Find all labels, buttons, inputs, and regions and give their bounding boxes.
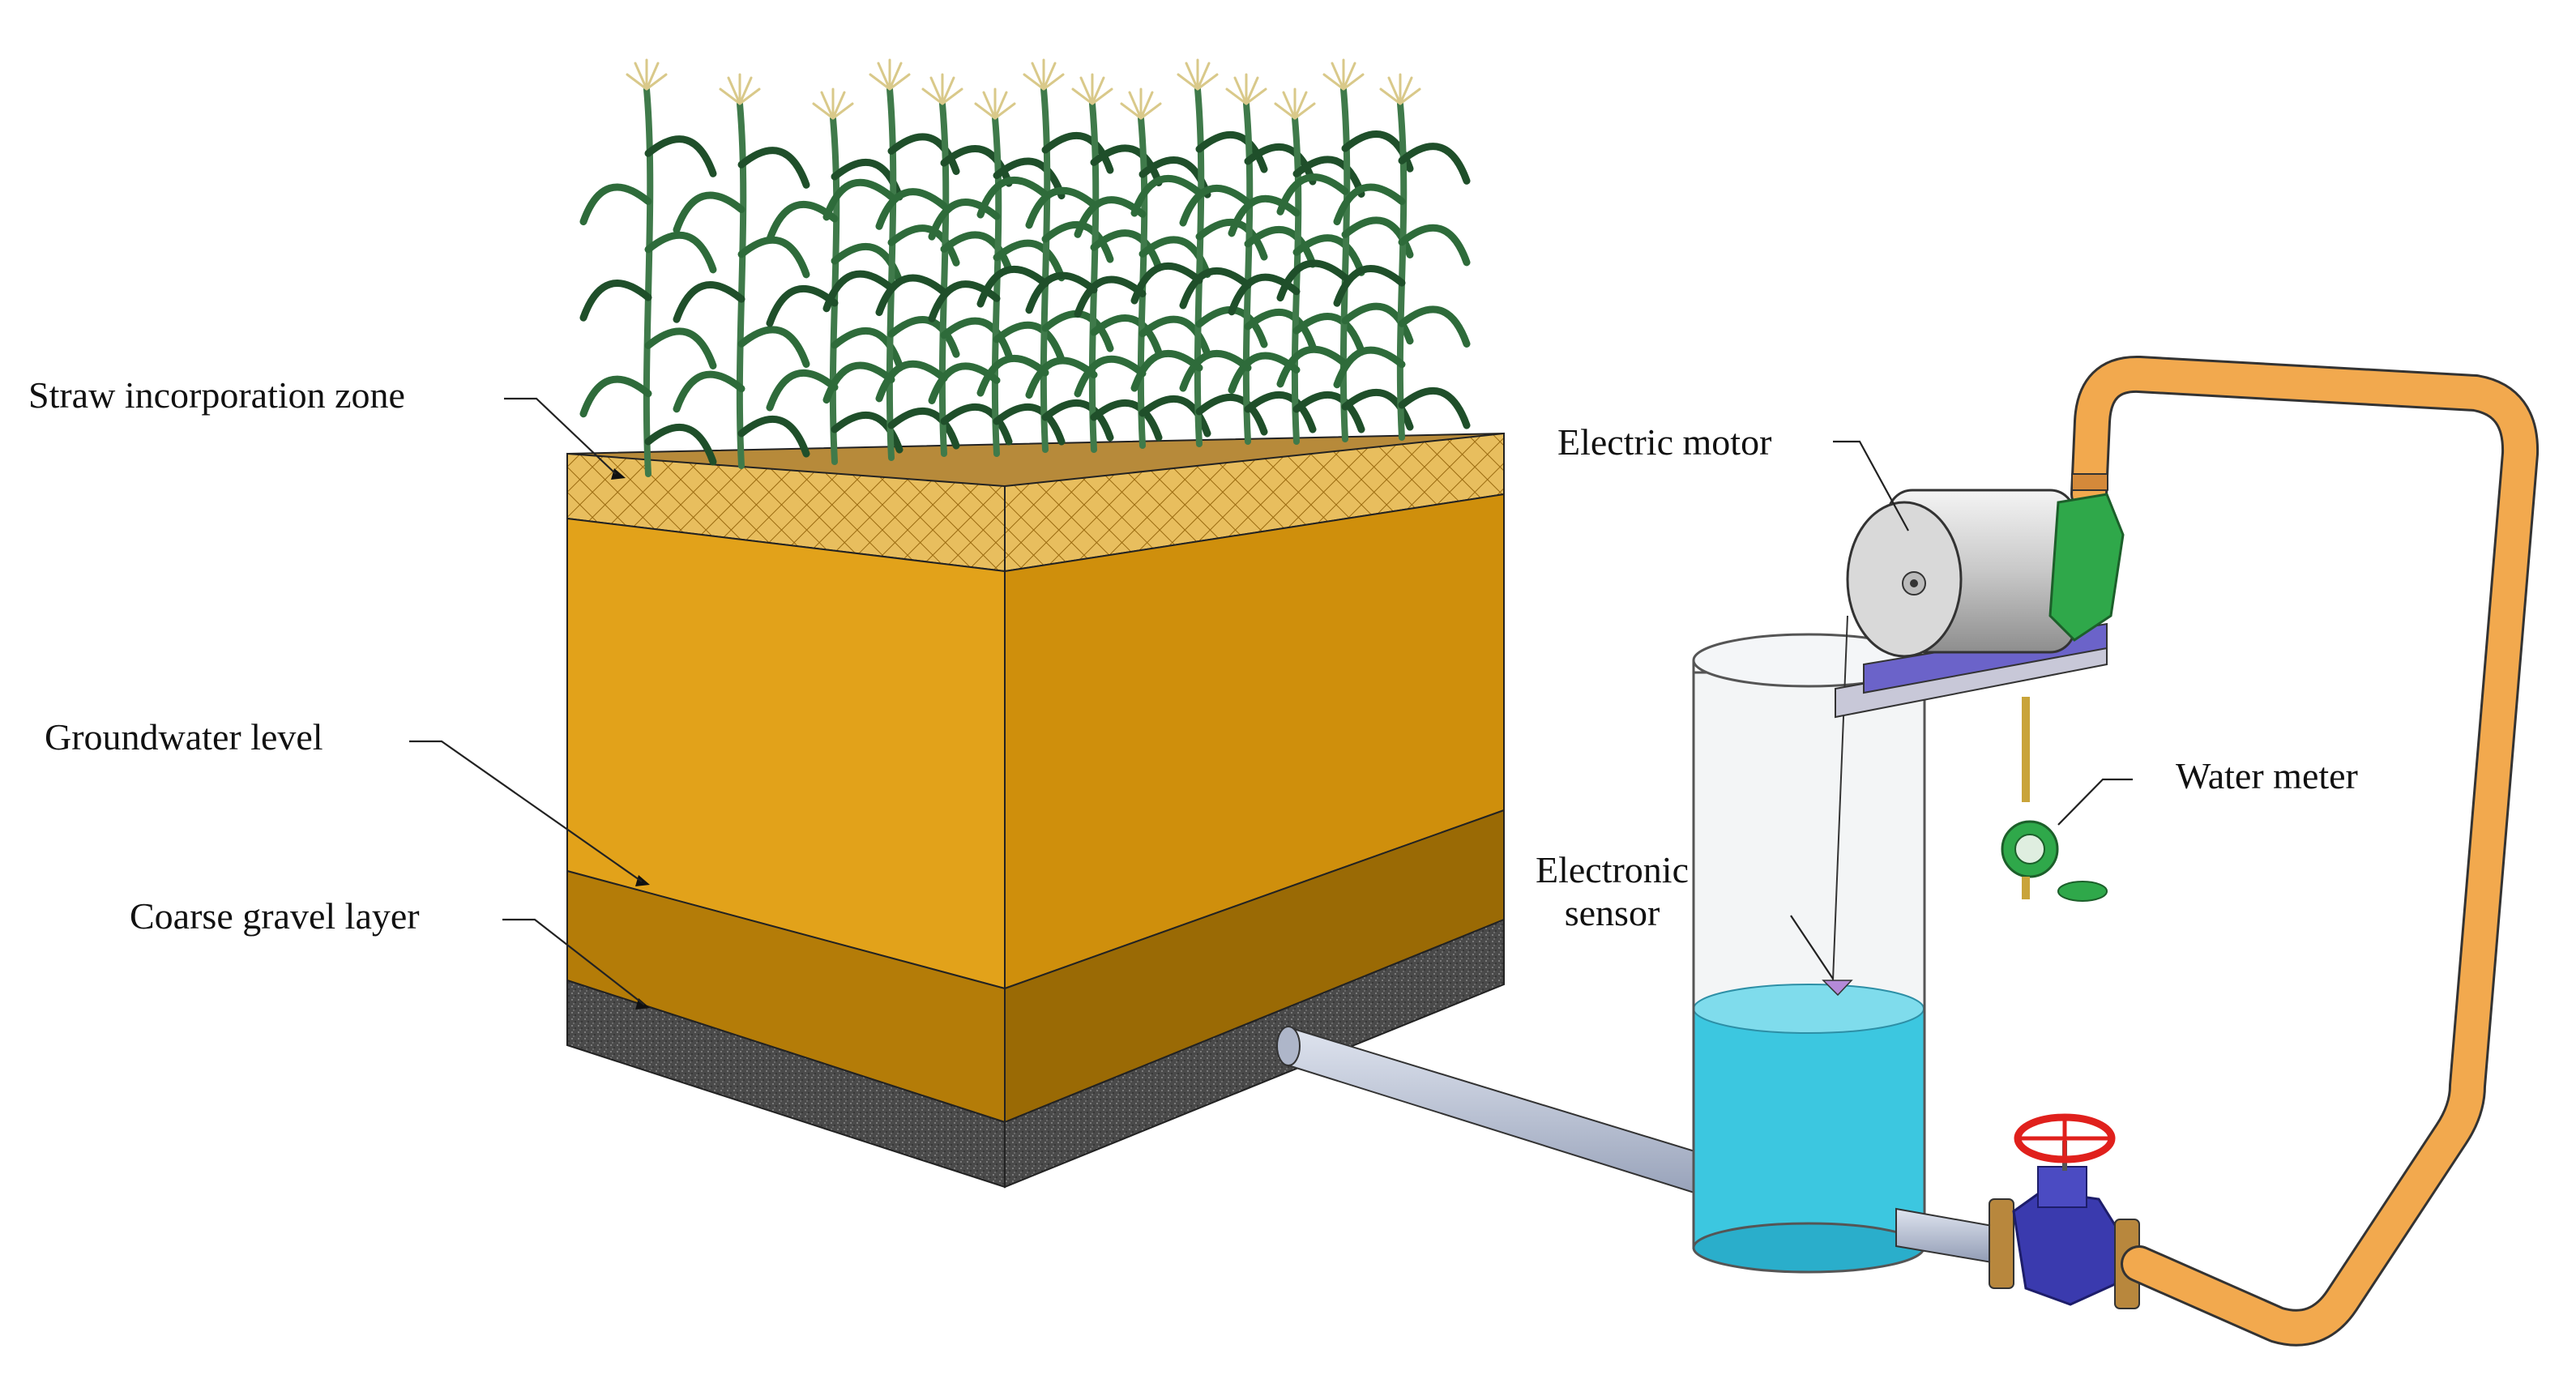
water-meter bbox=[2001, 820, 2108, 902]
maize-crop bbox=[579, 58, 1471, 477]
maize-plant bbox=[1179, 73, 1317, 445]
orange-pipe bbox=[2070, 355, 2540, 1347]
leader-lines bbox=[409, 397, 2133, 1005]
maize-plant bbox=[579, 58, 717, 477]
label-electric-motor: Electric motor bbox=[1557, 421, 1772, 463]
valve-handwheel bbox=[2014, 1113, 2116, 1163]
label-electronic-sensor: Electronic sensor bbox=[1536, 849, 1689, 935]
straw-marker bbox=[611, 468, 626, 480]
flange-left bbox=[1989, 1198, 2014, 1289]
groundwater-marker bbox=[635, 875, 650, 886]
maize-plant bbox=[1333, 73, 1471, 441]
label-electronic-sensor-line1: Electronic bbox=[1536, 849, 1690, 890]
maize-plant bbox=[875, 73, 1013, 457]
maize-plant bbox=[928, 88, 1066, 457]
label-straw-incorporation-zone: Straw incorporation zone bbox=[28, 374, 405, 416]
maize-plant bbox=[1130, 58, 1268, 447]
outlet-valve-assembly bbox=[1895, 1113, 2140, 1309]
pipe-coupling bbox=[2071, 473, 2108, 491]
maize-plant bbox=[1276, 58, 1414, 442]
maize-plant bbox=[766, 88, 904, 465]
pump-unit bbox=[1835, 489, 2125, 902]
label-electronic-sensor-line2: sensor bbox=[1564, 891, 1660, 933]
label-groundwater-level: Groundwater level bbox=[45, 716, 323, 758]
maize-plant bbox=[673, 73, 810, 469]
label-water-meter: Water meter bbox=[2176, 755, 2358, 796]
pump-housing bbox=[2048, 493, 2125, 642]
soil-block bbox=[566, 432, 1505, 1189]
maize-plant bbox=[1025, 73, 1163, 453]
maize-plant bbox=[822, 58, 960, 461]
gravel-side bbox=[1004, 918, 1505, 1189]
water-tank bbox=[1692, 615, 1926, 1274]
sensor-cable bbox=[1832, 615, 1848, 981]
sensor-probe bbox=[1822, 980, 1853, 997]
tank-water bbox=[1694, 1009, 1925, 1248]
label-coarse-gravel-layer: Coarse gravel layer bbox=[130, 895, 420, 937]
